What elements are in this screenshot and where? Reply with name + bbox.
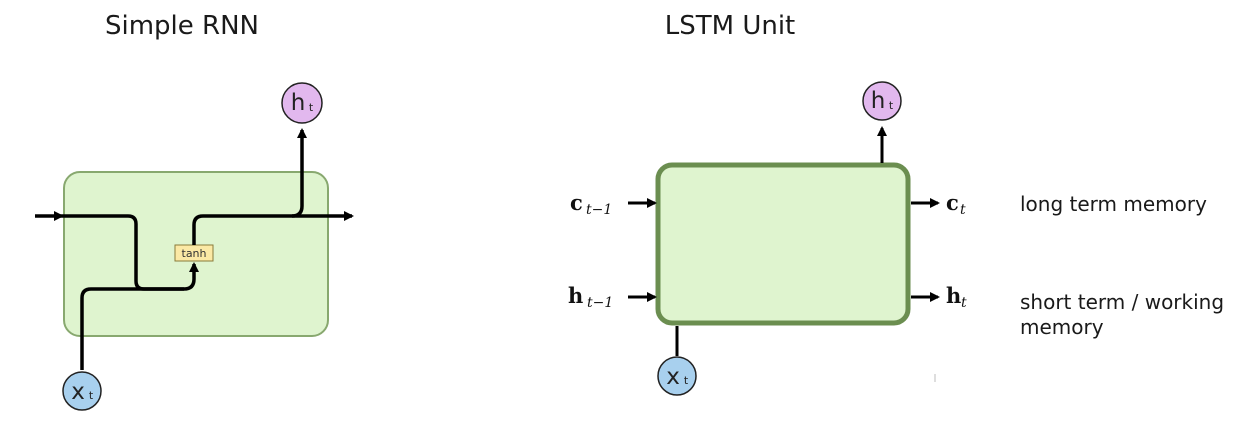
rnn-output-node-sub: t xyxy=(309,101,314,114)
rnn-input-node-main: x xyxy=(71,379,85,405)
lstm-output-node-sub: t xyxy=(889,99,894,112)
lstm-cell-box xyxy=(655,162,911,326)
rnn-output-node xyxy=(281,82,323,124)
lstm-output-node-main: h xyxy=(871,88,886,114)
lstm-output-node xyxy=(862,81,902,121)
lstm-input-node xyxy=(657,356,697,396)
rnn-tanh-label: tanh xyxy=(182,247,207,260)
lstm-cell-out-sub: t xyxy=(960,202,966,218)
rnn-output-node-main: h xyxy=(291,90,306,116)
rnn-output-path xyxy=(192,128,307,245)
lstm-hidden-in-main: h xyxy=(568,283,583,308)
long-term-memory-label: long term memory xyxy=(1020,192,1207,216)
rnn-title: Simple RNN xyxy=(105,11,259,41)
lstm-hidden-out-main: h xyxy=(946,283,961,308)
rnn-input-node-sub: t xyxy=(89,389,94,402)
rnn-input-path xyxy=(80,262,199,370)
short-term-memory-label-line1: short term / working xyxy=(1020,290,1224,314)
lstm-input-node-sub: t xyxy=(684,374,689,387)
lstm-hidden-in-sub: t−1 xyxy=(587,295,613,311)
lstm-cell-out-main: c xyxy=(946,190,959,215)
rnn-input-node xyxy=(62,371,102,411)
lstm-hidden-out-sub: t xyxy=(961,295,967,311)
lstm-cell-in-sub: t−1 xyxy=(586,202,612,218)
lstm-input-node-main: x xyxy=(666,364,680,390)
lstm-title: LSTM Unit xyxy=(665,11,796,41)
lstm-cell-in-main: c xyxy=(570,190,583,215)
short-term-memory-label-line2: memory xyxy=(1020,315,1104,339)
